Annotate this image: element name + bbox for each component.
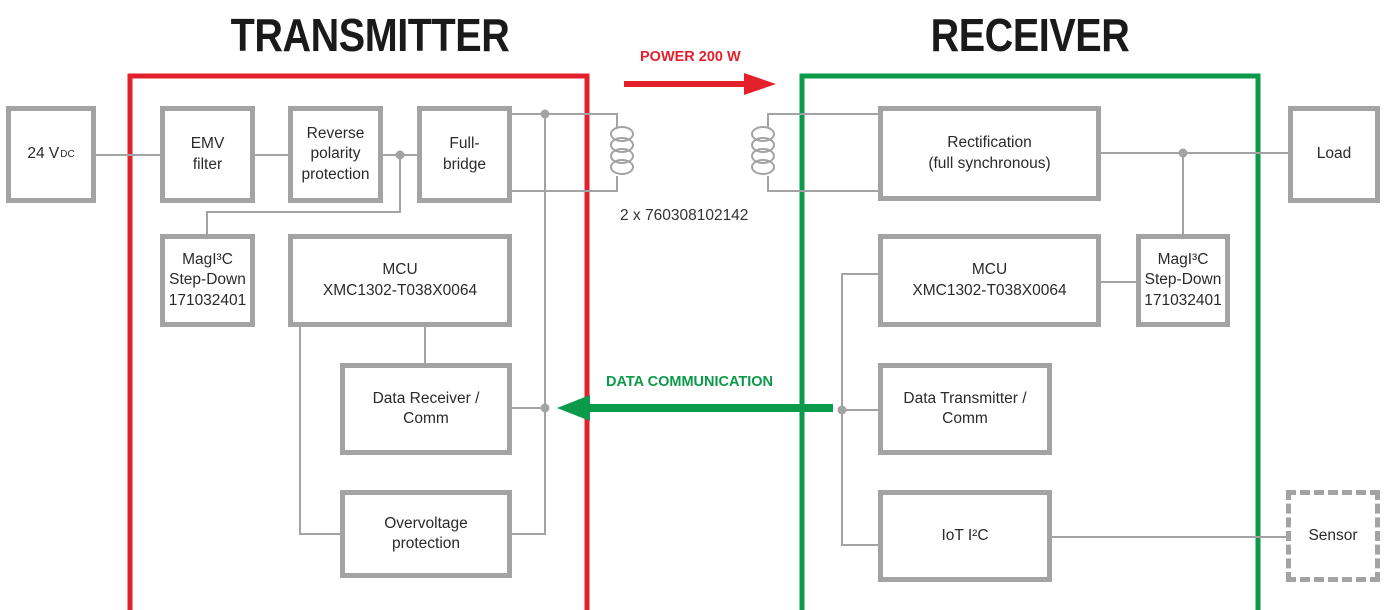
- emv-filter-block: EMV filter: [160, 106, 255, 203]
- rx-stepdown-block: MagI³C Step-Down 171032401: [1136, 234, 1230, 327]
- receiver-title: RECEIVER: [930, 9, 1130, 61]
- wire-tx-bus: [512, 114, 546, 535]
- wire-fullbridge-coil-top: [512, 113, 618, 127]
- load-block: Load: [1288, 106, 1380, 203]
- power-label: POWER 200 W: [640, 49, 741, 65]
- junction-dot: [540, 403, 550, 413]
- junction-dot: [395, 150, 405, 160]
- wire-coil-rect-top: [767, 113, 878, 127]
- rectification-block: Rectification (full synchronous): [878, 106, 1101, 201]
- coil-part-number: 2 x 760308102142: [620, 207, 749, 224]
- wire-mcu-overvoltage: [299, 327, 340, 535]
- power-arrow-icon: [624, 73, 776, 95]
- data-communication-label: DATA COMMUNICATION: [606, 374, 773, 390]
- data-receiver-block: Data Receiver / Comm: [340, 363, 512, 455]
- tx-stepdown-block: MagI³C Step-Down 171032401: [160, 234, 255, 327]
- reverse-polarity-block: Reverse polarity protection: [288, 106, 383, 203]
- data-arrow-icon: [557, 395, 833, 421]
- wire-tx-stepdown-supply: [206, 155, 401, 234]
- tx-coil-icon: [610, 126, 634, 175]
- rx-coil-icon: [751, 126, 775, 175]
- transmitter-title: TRANSMITTER: [230, 9, 510, 61]
- wire-coil-rect-bottom: [767, 176, 878, 192]
- wire-fullbridge-coil-bottom: [512, 176, 618, 192]
- junction-dot: [540, 109, 550, 119]
- data-transmitter-block: Data Transmitter / Comm: [878, 363, 1052, 455]
- transmitter-frame: [127, 73, 590, 610]
- overvoltage-protection-block: Overvoltage protection: [340, 490, 512, 578]
- source-voltage-subscript: DC: [60, 149, 75, 160]
- junction-dot: [1178, 148, 1188, 158]
- sensor-block: Sensor: [1286, 490, 1380, 582]
- full-bridge-block: Full- bridge: [417, 106, 512, 203]
- tx-mcu-block: MCU XMC1302-T038X0064: [288, 234, 512, 327]
- receiver-frame: [799, 73, 1261, 610]
- junction-dot: [837, 405, 847, 415]
- rx-mcu-block: MCU XMC1302-T038X0064: [878, 234, 1101, 327]
- iot-i2c-block: IoT I²C: [878, 490, 1052, 582]
- source-voltage-label: 24 V: [27, 145, 60, 163]
